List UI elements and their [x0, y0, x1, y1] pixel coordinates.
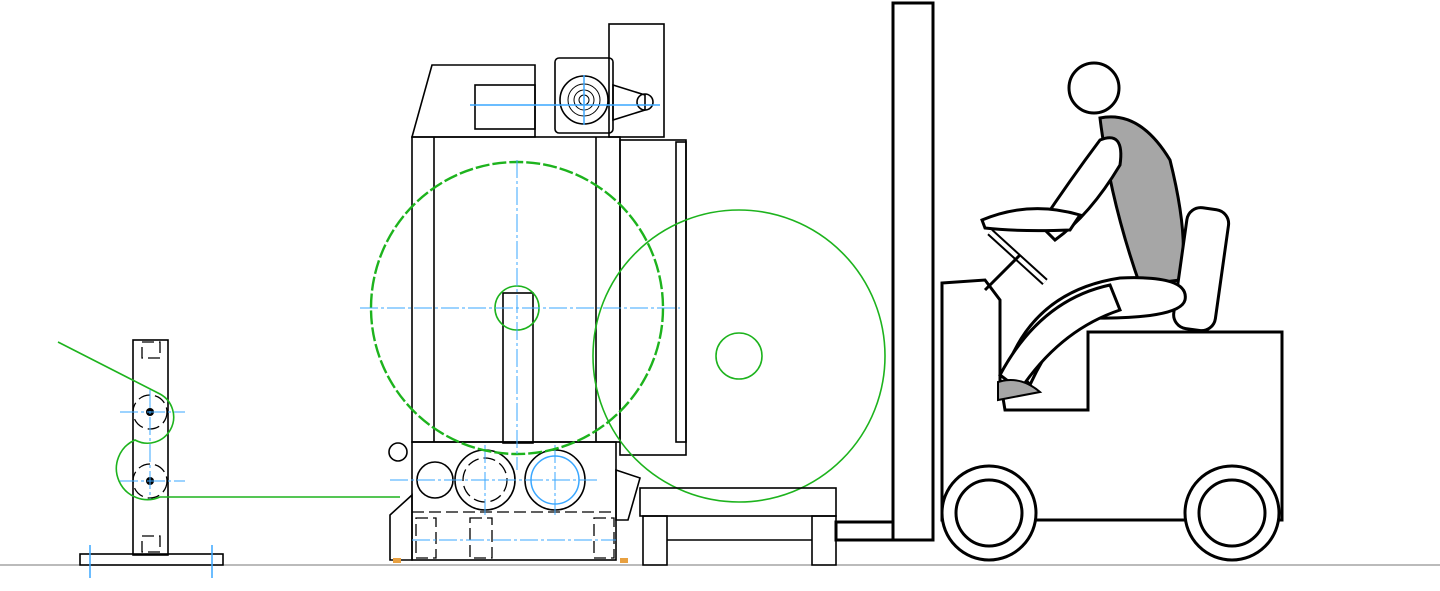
- web-path: [57, 341, 400, 501]
- unwind-stand: [79, 339, 224, 578]
- reels: [360, 160, 886, 503]
- reel-cart: [639, 487, 837, 566]
- bottom-rollers: [388, 442, 616, 541]
- drive-motor: [470, 57, 660, 134]
- operator: [980, 61, 1231, 402]
- forklift: [834, 1, 1284, 562]
